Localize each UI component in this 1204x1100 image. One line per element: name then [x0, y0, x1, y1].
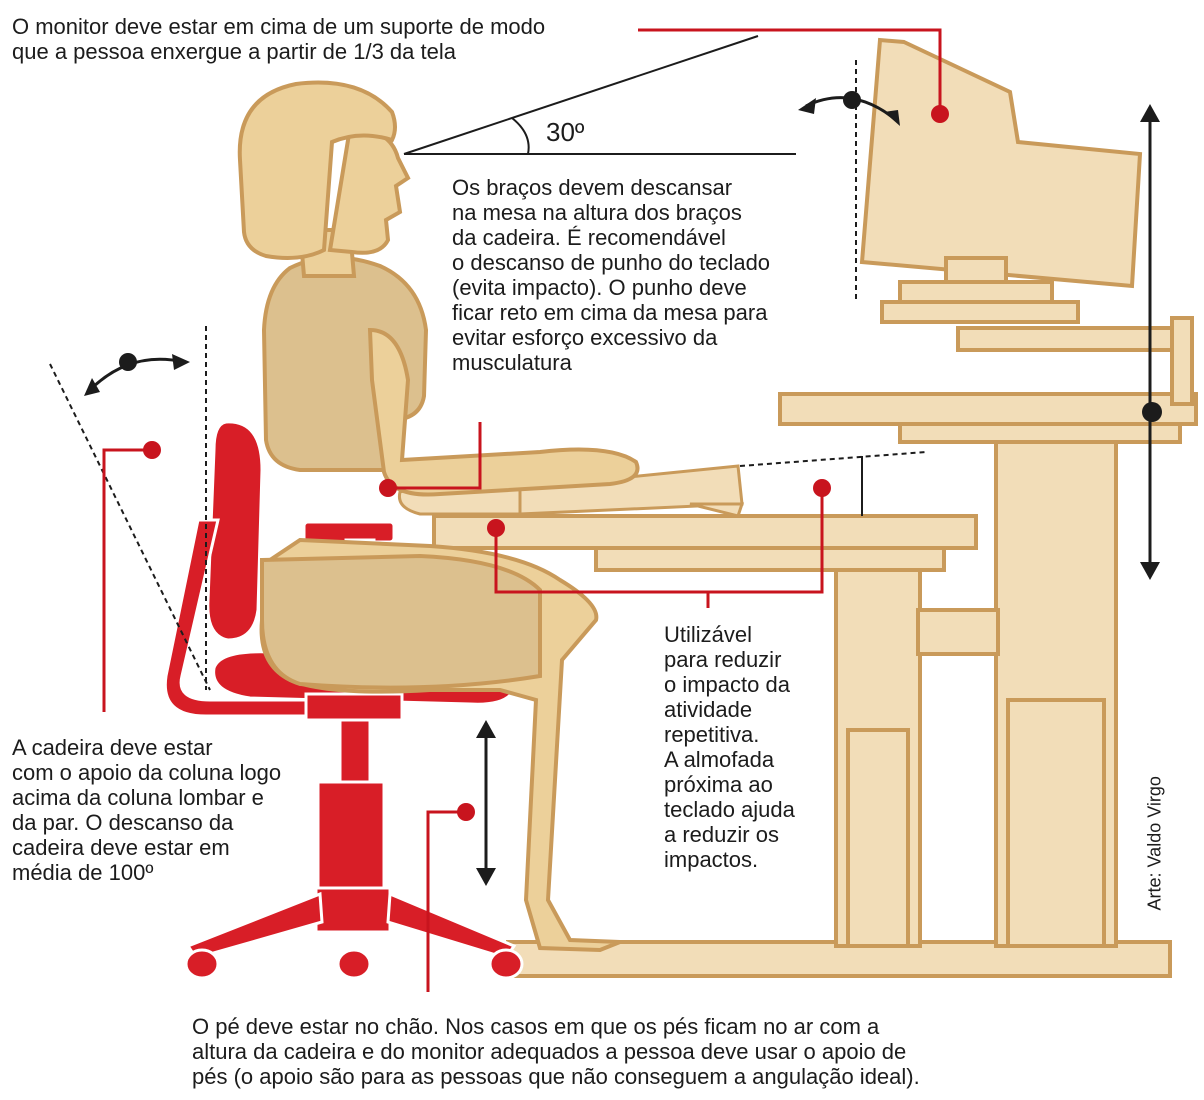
callout-arms: [390, 422, 482, 490]
note-line: evitar esforço excessivo da: [452, 325, 718, 350]
arrow-head: [476, 868, 496, 886]
arrow-head: [1140, 562, 1160, 580]
sight-line-angled: [403, 35, 759, 155]
monitor-height-note: O monitor deve estar em cima de um supor…: [12, 14, 545, 64]
note-line: para reduzir: [664, 647, 782, 672]
note-line: O pé deve estar no chão. Nos casos em qu…: [192, 1014, 880, 1039]
artist-credit: Arte: Valdo Virgo: [1144, 776, 1165, 911]
note-line: A almofada: [664, 747, 775, 772]
chair-wheel-center: [336, 948, 372, 980]
desk-top: [778, 392, 1198, 426]
arms-rest-note: Os braços devem descansar na mesa na alt…: [452, 175, 770, 375]
callout-dot: [379, 479, 397, 497]
pivot-dot: [119, 353, 137, 371]
note-line: pés (o apoio são para as pessoas que não…: [192, 1064, 920, 1089]
monitor-arm-post: [1170, 316, 1194, 406]
callout-feet: [426, 810, 466, 992]
arrow-heads: [84, 91, 1162, 886]
monitor-plate: [880, 300, 1080, 324]
chair-wheel-right: [488, 948, 524, 980]
note-line: ficar reto em cima da mesa para: [452, 300, 768, 325]
note-line: da par. O descanso da: [12, 810, 234, 835]
monitor-body: [859, 37, 1143, 289]
note-line: musculatura: [452, 350, 572, 375]
note-line: Utilizável: [664, 622, 753, 647]
chair-column: [316, 780, 386, 890]
arrow-head: [84, 378, 100, 396]
sight-lines: [403, 35, 796, 155]
view-angle-label: 30º: [546, 117, 585, 147]
feet-note: O pé deve estar no chão. Nos casos em qu…: [192, 1014, 920, 1089]
angle-arc: [511, 117, 530, 155]
note-line: acima da coluna lombar e: [12, 785, 264, 810]
note-line: Os braços devem descansar: [452, 175, 733, 200]
note-line: cadeira deve estar em: [12, 835, 230, 860]
person-face: [327, 125, 411, 255]
note-line: O monitor deve estar em cima de um supor…: [12, 14, 546, 39]
arrow-head: [1140, 104, 1160, 122]
callout-dot: [931, 105, 949, 123]
backrest-tilt-arrow: [88, 357, 185, 392]
callout-dots: [143, 105, 949, 821]
note-line: média de 100º: [12, 860, 154, 885]
desk-leg-front-inner: [846, 728, 910, 948]
note-line: impactos.: [664, 847, 759, 872]
note-line: altura da cadeira e do monitor adequados…: [192, 1039, 907, 1064]
pivot-dot: [843, 91, 861, 109]
keyboard-wedge: [689, 502, 745, 518]
chair-column-base: [314, 886, 392, 934]
note-line: A cadeira deve estar: [12, 735, 213, 760]
callout-wrist-pad: [494, 490, 824, 594]
monitor: [859, 37, 1143, 324]
callout-dot: [457, 803, 475, 821]
arrow-head: [884, 110, 900, 126]
chair-seat-mount: [304, 692, 404, 722]
note-line: com o apoio da coluna logo: [12, 760, 282, 785]
callouts: [102, 28, 942, 992]
person-hair: [237, 80, 397, 260]
arrow-head: [172, 354, 190, 370]
backrest-tilt-reference: [49, 363, 211, 691]
note-line: próxima ao: [664, 772, 773, 797]
note-line: teclado ajuda: [664, 797, 795, 822]
pivot-dot: [1142, 402, 1162, 422]
desk-crossbar: [916, 608, 1000, 656]
callout-dot: [487, 519, 505, 537]
note-line: o impacto da: [664, 672, 790, 697]
person-arm: [367, 327, 640, 497]
callout-dot: [813, 479, 831, 497]
callout-dot: [143, 441, 161, 459]
person: [237, 80, 640, 953]
arrow-head: [798, 98, 816, 114]
chair-column-top: [338, 718, 372, 784]
note-line: a reduzir os: [664, 822, 779, 847]
wrist-pad-note: Utilizável para reduzir o impacto da ati…: [664, 622, 795, 872]
note-line: que a pessoa enxergue a partir de 1/3 da…: [12, 39, 456, 64]
note-line: da cadeira. É recomendável: [452, 225, 726, 250]
note-line: na mesa na altura dos braços: [452, 200, 742, 225]
arrow-head: [476, 720, 496, 738]
note-line: o descanso de punho do teclado: [452, 250, 771, 275]
chair-leg-left: [185, 891, 324, 960]
note-line: atividade: [664, 697, 753, 722]
note-line: repetitiva.: [664, 722, 760, 747]
desk-leg-back-inner: [1006, 698, 1106, 948]
chair-leg-right: [386, 891, 517, 960]
callout-chair: [102, 448, 150, 712]
person-shorts: [260, 553, 542, 690]
note-line: (evita impacto). O punho deve: [452, 275, 747, 300]
desk: [432, 316, 1198, 978]
chair-backrest: [206, 420, 264, 642]
callout-monitor: [638, 28, 942, 112]
keyboard-tilt-reference: [739, 451, 927, 467]
chair-wheel-left: [184, 948, 220, 980]
keyboard-tray: [432, 514, 978, 550]
chair-support-note: A cadeira deve estar com o apoio da colu…: [12, 735, 281, 885]
